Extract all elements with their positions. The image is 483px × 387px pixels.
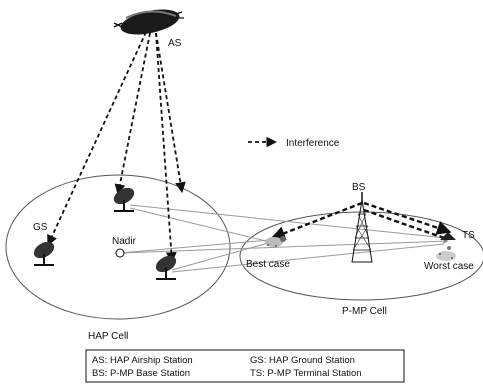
interference-label: Interference [286,138,340,149]
hap-cell-label: HAP Cell [88,331,128,342]
legend-ts: TS: P-MP Terminal Station [250,368,362,379]
ts-terminal-icon [440,232,456,250]
nadir-label: Nadir [112,236,137,247]
ts-label: TS [462,230,475,241]
as-label: AS [168,38,182,49]
hap-cell-ellipse [5,174,231,320]
legend-as: AS: HAP Airship Station [92,355,193,366]
best-case-label: Best case [246,259,290,270]
as-interference-links [47,31,186,264]
dish-antenna-icon [113,187,135,212]
interference-key: Interference [248,136,340,149]
nadir-point [115,248,125,258]
abbreviation-legend: AS: HAP Airship Station GS: HAP Ground S… [85,349,405,383]
airship-icon [113,9,184,35]
tower-icon [351,192,373,263]
worst-case-terminal-icon [436,251,456,261]
pmp-cell-ellipse [239,211,483,301]
dish-antenna-icon [33,241,55,266]
bs-label: BS [352,182,366,193]
signal-links [119,204,449,273]
legend-bs: BS: P-MP Base Station [92,368,190,379]
pmp-cell-label: P-MP Cell [342,306,387,317]
legend-gs: GS: HAP Ground Station [250,355,355,366]
gs-label: GS [33,222,48,233]
worst-case-label: Worst case [424,261,474,272]
best-case-terminal-icon [265,236,286,247]
dish-antenna-icon [155,255,177,280]
bs-interference-links [270,201,452,241]
